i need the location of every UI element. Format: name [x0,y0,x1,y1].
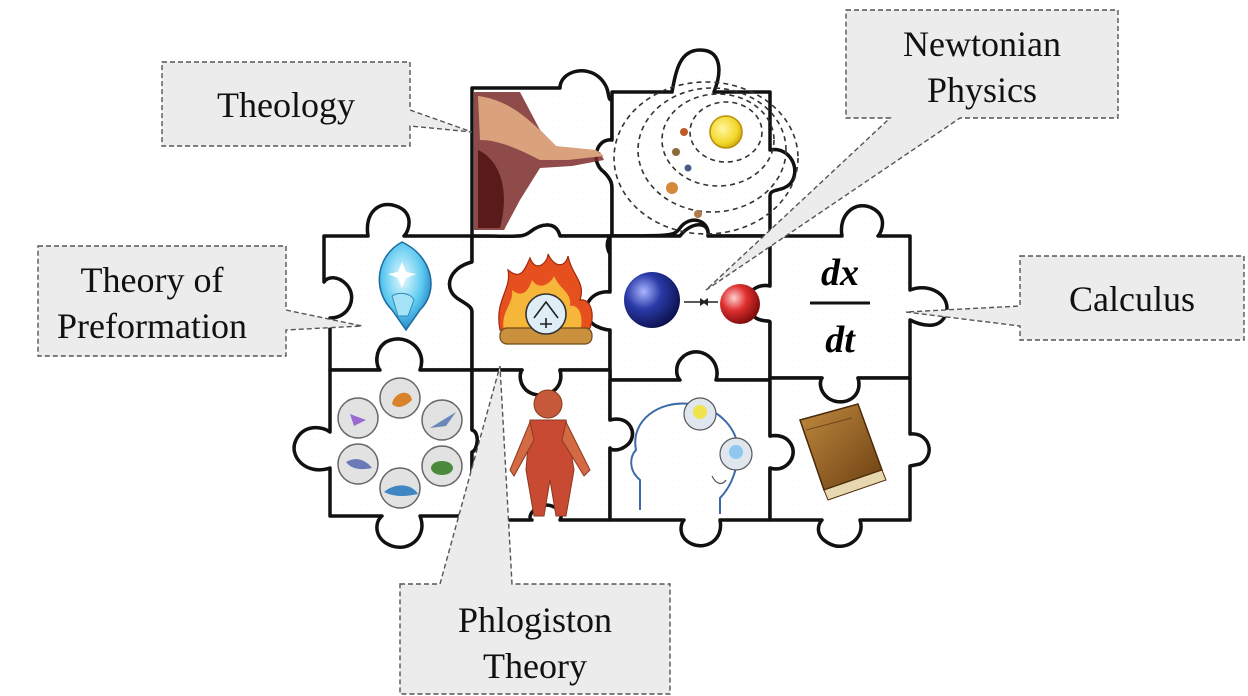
head-lightbulb-icon [630,397,753,514]
phlogiston-label-line2: Theory [483,646,587,686]
muscle-figure-icon [509,389,591,517]
formula-denominator: dt [825,319,856,361]
puzzle-piece-evolution [292,337,479,549]
puzzle-piece-solar-system [594,48,797,238]
newtonian-physics-label-line2: Physics [927,70,1037,110]
homunculus-flask-icon [378,241,432,332]
callout-phlogiston-theory: Phlogiston Theory [399,365,671,695]
reaching-hand-fresco-icon [474,92,604,230]
gravitating-spheres-icon [624,272,760,328]
old-book-icon [799,403,887,501]
callout-calculus: Calculus [905,255,1245,341]
puzzle-piece-cognition [608,350,795,548]
callout-newtonian-physics: Newtonian Physics [705,9,1119,291]
callout-theory-of-preformation: Theory of Preformation [37,245,363,357]
phlogiston-label-line1: Phlogiston [458,600,612,640]
preformation-label-line2: Preformation [57,306,247,346]
calculus-label: Calculus [1069,279,1195,319]
solar-system-icon [613,81,799,235]
formula-numerator: dx [821,252,859,294]
animal-circle-icon [337,377,463,509]
derivative-formula-icon: dx dt [810,252,870,361]
callouts: Theology Newtonian Physics Theory of Pre… [37,9,1245,695]
theology-label: Theology [217,85,355,125]
newtonian-physics-label-line1: Newtonian [903,24,1061,64]
callout-theology: Theology [161,61,473,147]
phlogiston-fire-symbol-icon [498,253,593,345]
preformation-label-line1: Theory of [81,260,224,300]
